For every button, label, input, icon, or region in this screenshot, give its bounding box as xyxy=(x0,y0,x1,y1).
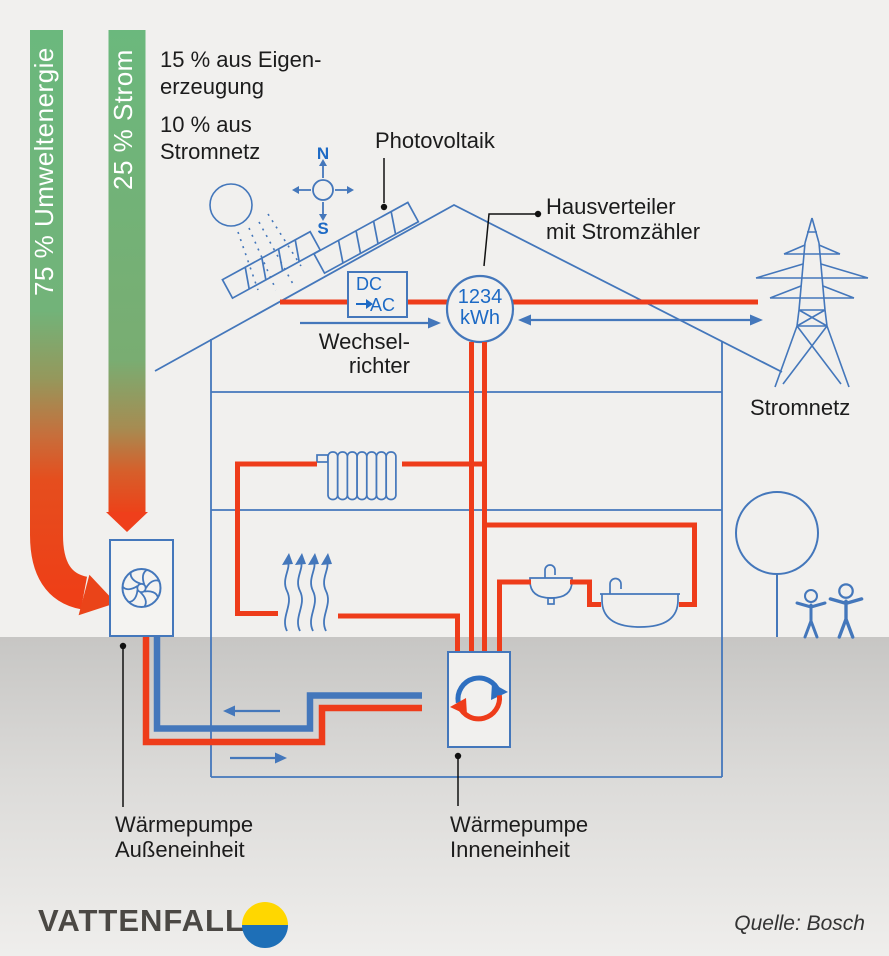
photovoltaik-label: Photovoltaik xyxy=(375,128,495,153)
cycle-icon xyxy=(450,675,508,722)
basement-hot-pipe xyxy=(142,636,422,746)
self-generation-note: 15 % aus Eigen- erzeugung xyxy=(160,46,321,100)
heat-pump-outdoor-unit xyxy=(109,539,174,637)
fan-icon xyxy=(121,568,162,608)
house-outline xyxy=(154,203,783,778)
source-credit: Quelle: Bosch xyxy=(734,912,865,935)
dc-label: DC xyxy=(356,274,382,294)
meter-unit: kWh xyxy=(460,307,500,329)
electricity-meter xyxy=(445,274,515,344)
heat-pump-indoor-unit xyxy=(447,651,511,748)
self-generation-line2: erzeugung xyxy=(160,74,264,99)
inverter-label-line2: richter xyxy=(348,353,410,378)
red-pipes xyxy=(235,342,697,652)
power-tower-icon xyxy=(755,217,869,388)
compass-north-label: N xyxy=(316,144,330,163)
distributor-label-line2: mit Stromzähler xyxy=(546,219,701,244)
ac-label: AC xyxy=(370,295,396,315)
inverter-label: Wechsel- richter xyxy=(290,330,410,378)
people-icon xyxy=(795,583,864,639)
washbasin-icon xyxy=(529,564,573,605)
pv-panel-icon xyxy=(221,201,420,300)
grid-label: Stromnetz xyxy=(750,395,851,420)
distributor-label: Hausverteiler mit Stromzähler xyxy=(546,194,700,244)
dc-ac-arrow-icon xyxy=(356,299,373,310)
environment-energy-bar xyxy=(30,30,116,616)
basement-cold-pipe xyxy=(153,636,422,732)
meter-value: 1234 xyxy=(457,286,503,308)
meter-reading: 1234 kWh xyxy=(447,287,513,329)
vattenfall-logo-text: VATTENFALL xyxy=(38,903,245,938)
heat-pump-outdoor-label: Wärmepumpe Außeneinheit xyxy=(115,812,253,862)
sun-icon xyxy=(209,183,302,291)
electricity-bar-label: 25 % Strom xyxy=(108,49,138,190)
grid-supply-line1: 10 % aus xyxy=(160,112,252,137)
environment-bar-label: 75 % Umweltenergie xyxy=(29,47,59,296)
tree-icon xyxy=(735,491,819,637)
distributor-label-line1: Hausverteiler xyxy=(546,194,676,219)
compass-icon xyxy=(292,159,354,221)
grid-supply-line2: Stromnetz xyxy=(160,139,261,164)
hp-indoor-line2: Inneneinheit xyxy=(450,837,570,862)
inverter-label-line1: Wechsel- xyxy=(318,329,410,354)
self-generation-line1: 15 % aus Eigen- xyxy=(160,47,322,72)
hp-indoor-line1: Wärmepumpe xyxy=(450,812,589,837)
compass-south-label: S xyxy=(317,219,329,238)
radiator-icon xyxy=(316,451,397,501)
hp-outdoor-line1: Wärmepumpe xyxy=(115,812,254,837)
heat-waves-icon xyxy=(282,553,332,632)
pointer-lines xyxy=(119,158,542,807)
electricity-bar xyxy=(106,30,148,532)
logo-circle-icon xyxy=(242,902,288,948)
bathtub-icon xyxy=(600,577,680,628)
grid-supply-note: 10 % aus Stromnetz xyxy=(160,111,260,165)
inverter-box xyxy=(347,271,408,318)
hp-outdoor-line2: Außeneinheit xyxy=(115,837,245,862)
basement-flow-arrows xyxy=(223,705,287,764)
inverter-box-text: DC AC xyxy=(348,272,407,317)
heat-pump-indoor-label: Wärmepumpe Inneneinheit xyxy=(450,812,588,862)
power-flow-arrows xyxy=(300,314,763,329)
